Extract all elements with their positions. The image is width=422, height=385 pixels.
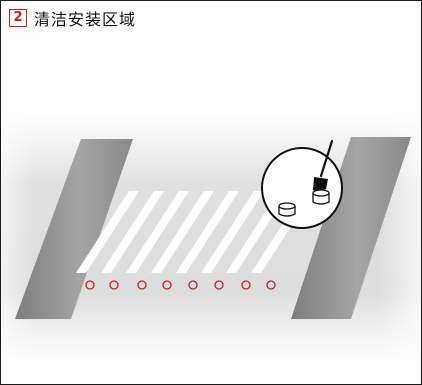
step-number-badge: 2	[9, 9, 27, 27]
marker-circles	[85, 280, 276, 290]
marker-circle	[266, 280, 276, 290]
marker-circle	[162, 280, 172, 290]
marker-circle	[137, 280, 147, 290]
zoom-inset-circle	[261, 147, 343, 229]
crosswalk-stripe	[101, 191, 164, 273]
marker-circle	[109, 280, 119, 290]
small-container-icon	[278, 202, 296, 217]
crosswalk-stripes	[76, 191, 314, 273]
marker-circle	[85, 280, 95, 290]
step-title: 清洁安装区域	[34, 10, 137, 29]
glue-bottle-icon	[312, 189, 330, 205]
crosswalk-stripe	[126, 191, 189, 273]
crosswalk-stripe	[176, 191, 239, 273]
crosswalk-stripe	[76, 191, 139, 273]
step-header: 2 清洁安装区域	[9, 7, 136, 29]
crosswalk-stripe	[201, 191, 264, 273]
zoom-inset	[261, 139, 343, 229]
glue-brush-icon	[313, 139, 334, 192]
marker-circle	[188, 280, 198, 290]
marker-circle	[214, 280, 224, 290]
left-gray-strip	[15, 139, 133, 319]
crosswalk-stripe	[151, 191, 214, 273]
right-gray-strip	[291, 137, 411, 319]
marker-circle	[241, 280, 251, 290]
